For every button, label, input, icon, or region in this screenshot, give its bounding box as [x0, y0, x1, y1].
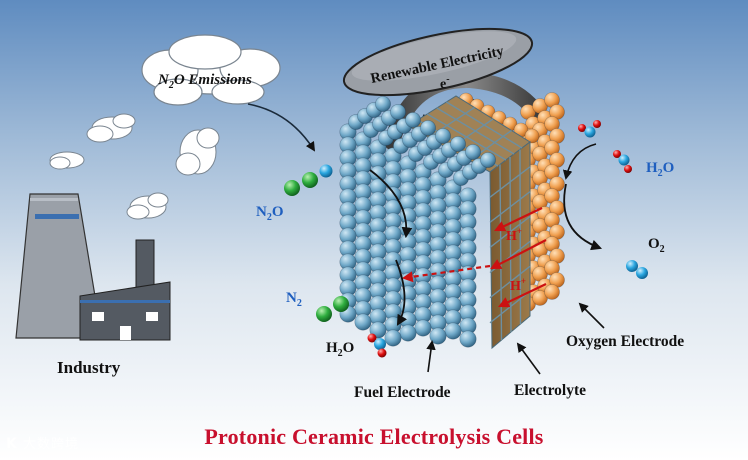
factory-illustration — [15, 193, 171, 341]
electron-label: e- — [440, 74, 450, 92]
fuel-electrode-particle — [390, 104, 406, 120]
oxygen-release-arrow — [563, 183, 603, 251]
emission-cloud — [141, 34, 281, 106]
fuel-electrode-particle — [414, 319, 432, 337]
o2-label: O2 — [648, 236, 665, 255]
electrolyte-pointer — [516, 342, 541, 375]
water-molecule — [367, 333, 387, 358]
electrolyte-layer — [407, 95, 531, 350]
electrolyte-grid-line — [489, 191, 531, 223]
h2o-label-right: H2O — [646, 160, 674, 179]
electrolyte-grid-line — [428, 106, 475, 139]
fuel-electrode-particle — [399, 324, 417, 342]
electrolyte-grid-line — [489, 166, 531, 198]
n2-molecule — [316, 296, 349, 322]
proton-label: H+ — [510, 276, 526, 294]
fuel-electrode-particle — [354, 313, 372, 331]
fuel-electrode-particle — [405, 112, 421, 128]
water-molecule — [613, 150, 632, 173]
electrolyte-grid-line — [519, 149, 522, 325]
watermark: K 大数跨境 — [6, 433, 79, 452]
factory-window — [146, 312, 158, 321]
electrolyte-grid-line — [499, 164, 503, 341]
o2-molecule — [626, 260, 648, 279]
h2o-label-left: H2O — [326, 340, 354, 359]
fuel-electrode-particle — [435, 128, 451, 144]
factory-door — [120, 326, 131, 340]
electrolyte-grid-line — [489, 216, 531, 248]
factory-window — [92, 312, 104, 321]
fuel-electrode-particle — [429, 327, 447, 345]
industry-label: Industry — [57, 358, 121, 377]
proton-label: H+ — [506, 226, 522, 244]
oxygen-electrode-particle — [524, 128, 540, 144]
oxygen-electrode-pointer — [578, 302, 605, 329]
fuel-electrode-particle — [480, 152, 496, 168]
fuel-side-arrow — [395, 259, 408, 326]
watermark-text: 大数跨境 — [23, 437, 80, 452]
n2-label: N2 — [286, 290, 302, 309]
emission-arrow — [247, 103, 316, 152]
fuel-electrode-pointer — [426, 340, 436, 373]
fuel-side-arrow — [369, 169, 413, 239]
fuel-electrode-particle — [420, 120, 436, 136]
fuel-electrode-particle — [375, 96, 391, 112]
proton-transport-arrows — [401, 207, 547, 308]
fuel-electrode-particle — [444, 322, 462, 340]
oxygen-electrode-label: Oxygen Electrode — [566, 333, 684, 350]
fuel-electrode-particle — [450, 136, 466, 152]
n2o-label: N2O — [256, 204, 284, 223]
electrolyte-grid-line — [509, 156, 512, 333]
fuel-electrode-particle — [465, 144, 481, 160]
oxygen-electrode-particle — [544, 284, 560, 300]
fuel-electrode-label: Fuel Electrode — [354, 384, 451, 401]
chimney — [135, 239, 155, 291]
emissions-label: N2O Emissions — [157, 72, 252, 91]
fuel-electrode-particle — [384, 329, 402, 347]
watermark-logo-icon: K — [6, 436, 18, 452]
water-molecule — [578, 120, 601, 138]
fuel-electrode-particle — [459, 330, 477, 348]
smoke-puffs — [49, 113, 220, 220]
steam-input-arrow — [562, 143, 597, 180]
diagram-title: Protonic Ceramic Electrolysis Cells — [204, 424, 544, 449]
electrolyte-label: Electrolyte — [514, 382, 586, 399]
electrolyte-grid-line — [489, 265, 531, 299]
n2o-molecule — [284, 164, 333, 196]
